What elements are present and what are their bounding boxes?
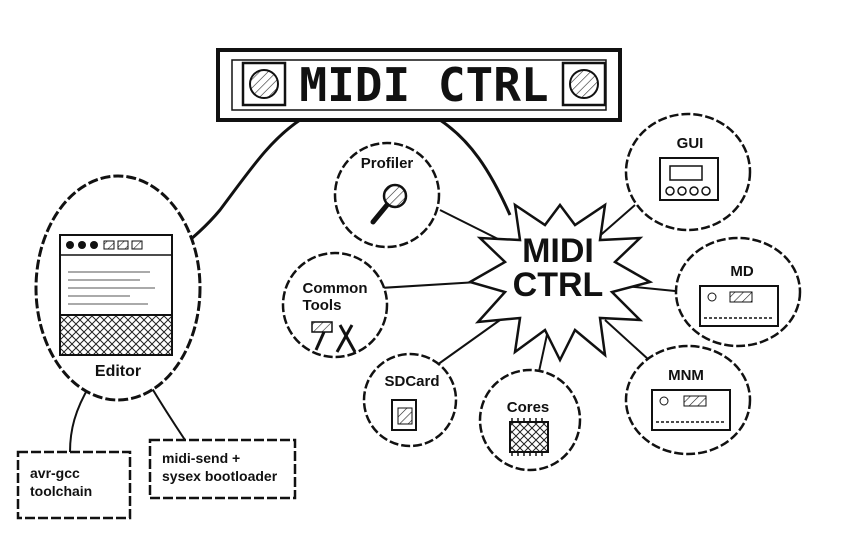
- cores-node: Cores: [478, 368, 582, 472]
- mnm-node: MNM: [624, 344, 752, 456]
- center-label-line1: MIDI: [522, 232, 594, 270]
- midi-send-box: midi-send + sysex bootloader: [148, 438, 297, 500]
- hammer-icon: [311, 321, 333, 351]
- cores-label: Cores: [507, 399, 550, 416]
- banner: MIDI CTRL: [216, 48, 622, 122]
- profiler-node: Profiler: [333, 141, 441, 249]
- md-label: MD: [730, 263, 753, 280]
- chip-icon: [509, 418, 549, 456]
- device-gui-icon: [659, 157, 719, 201]
- wrench-icon: [335, 324, 357, 353]
- midisend-line2: sysex bootloader: [162, 468, 278, 484]
- editor-window-icon: [59, 234, 173, 356]
- magnifier-icon: [370, 183, 408, 225]
- link-editor-midisend: [149, 384, 186, 441]
- sdcard-label: SDCard: [384, 373, 439, 390]
- gui-node: GUI: [624, 112, 752, 232]
- sdcard-node: SDCard: [362, 352, 458, 448]
- link-banner-editor: [177, 118, 301, 252]
- link-tools-center: [379, 281, 479, 289]
- sdcard-icon: [391, 399, 417, 431]
- midisend-line1: midi-send +: [162, 450, 240, 466]
- device-md-icon: [699, 285, 779, 327]
- link-profiler-center: [439, 209, 501, 241]
- link-sdcard-center: [429, 319, 501, 371]
- speaker-icon-left: [241, 61, 287, 107]
- center-label-line2: CTRL: [513, 266, 604, 304]
- speaker-icon-right: [561, 61, 607, 107]
- common-tools-label-line1: Common: [303, 280, 368, 297]
- avr-line2: toolchain: [30, 483, 92, 499]
- common-tools-node: Common Tools: [281, 251, 389, 359]
- mnm-label: MNM: [668, 367, 704, 384]
- editor-label: Editor: [95, 363, 141, 380]
- profiler-label: Profiler: [361, 155, 414, 172]
- device-mnm-icon: [651, 389, 731, 431]
- center-hub: MIDI CTRL: [466, 202, 654, 363]
- link-editor-avr: [69, 384, 91, 453]
- gui-label: GUI: [677, 135, 704, 152]
- avr-toolchain-box: avr-gcc toolchain: [16, 450, 132, 520]
- editor-node: Editor: [34, 174, 202, 402]
- link-banner-center: [439, 118, 512, 216]
- common-tools-label-line2: Tools: [303, 297, 342, 314]
- banner-title: MIDI CTRL: [299, 58, 548, 112]
- md-node: MD: [674, 236, 802, 348]
- avr-line1: avr-gcc: [30, 465, 80, 481]
